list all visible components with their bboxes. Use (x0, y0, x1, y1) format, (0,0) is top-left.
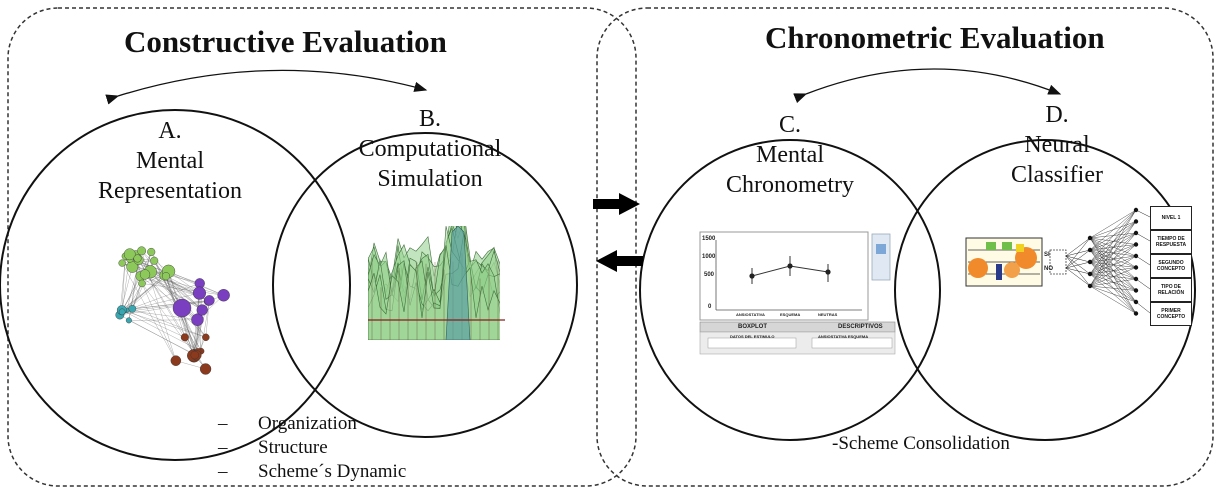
classifier-output-box: TIPO DE RELACIÓN (1150, 278, 1192, 302)
classifier-input-label: NO (1044, 266, 1053, 272)
circle-a-letter: A. (158, 118, 182, 144)
circle-a (0, 109, 351, 461)
constructive-bullet-list: –Organization –Structure –Scheme´s Dynam… (218, 412, 406, 484)
circle-b (272, 132, 578, 438)
constructive-evaluation-title: Constructive Evaluation (124, 24, 447, 59)
scheme-consolidation-note: -Scheme Consolidation (832, 433, 1010, 454)
chrono-xtick: NEUTRAS (818, 312, 838, 317)
chrono-xtick: ANSIOSTATIVA (736, 312, 765, 317)
left-panel-border (7, 7, 637, 487)
circle-d-line1: Neural (1024, 132, 1090, 158)
circle-d-line2: Classifier (1011, 162, 1103, 188)
classifier-output-box: NIVEL 1 (1150, 206, 1192, 230)
chrono-ytick: 500 (704, 272, 715, 278)
chrono-table-sub: DATOS DEL ESTIMULO (730, 334, 775, 339)
bullet-item: –Organization (218, 413, 357, 434)
circle-b-line1: Computational (358, 136, 502, 162)
circle-b-label: B. Computational Simulation (335, 104, 525, 194)
circle-c-letter: C. (778, 112, 801, 138)
chrono-ytick: 0 (708, 304, 712, 310)
circle-c-line2: Chronometry (726, 172, 854, 198)
simulation-plot-image (368, 226, 505, 340)
circle-b-line2: Simulation (377, 166, 483, 192)
circle-d-letter: D. (1045, 102, 1069, 128)
circle-b-letter: B. (418, 106, 441, 132)
circle-a-line1: Mental (136, 148, 204, 174)
chronometry-chart-image (699, 231, 896, 355)
right-panel-border (596, 7, 1214, 487)
neural-net-lines (1065, 207, 1151, 316)
curved-arrow-ab (105, 69, 428, 105)
classifier-input-label: SI (1044, 252, 1050, 258)
circle-a-label: A. Mental Representation (80, 116, 260, 206)
chronometric-evaluation-title: Chronometric Evaluation (765, 20, 1105, 55)
chrono-ytick: 1000 (702, 254, 716, 260)
bullet-item: –Scheme´s Dynamic (218, 461, 407, 482)
chrono-ytick: 1500 (702, 236, 716, 242)
chrono-table-sub: ANSIOSTATIVA ESQUEMA (818, 334, 869, 339)
classifier-output-box: TIEMPO DE RESPUESTA (1150, 230, 1192, 254)
arrow-right-icon (593, 193, 640, 215)
chrono-table-header: BOXPLOT (738, 324, 768, 330)
chrono-xtick: ESQUEMA (780, 312, 801, 317)
circle-c-line1: Mental (756, 142, 824, 168)
classifier-output-box: PRIMER CONCEPTO (1150, 302, 1192, 326)
bullet-item: –Structure (218, 437, 328, 458)
network-graph-image (115, 246, 230, 375)
circle-d-label: D. Neural Classifier (982, 100, 1132, 190)
neural-classifier-image (965, 207, 1151, 316)
classifier-output-box: SEGUNDO CONCEPTO (1150, 254, 1192, 278)
circle-d (894, 139, 1196, 441)
chrono-table-header: DESCRIPTIVOS (838, 324, 883, 330)
circle-c (639, 139, 941, 441)
circle-c-label: C. Mental Chronometry (700, 110, 880, 200)
circle-a-line2: Representation (98, 178, 242, 204)
arrow-left-icon (596, 250, 643, 272)
curved-arrow-cd (793, 68, 1062, 104)
